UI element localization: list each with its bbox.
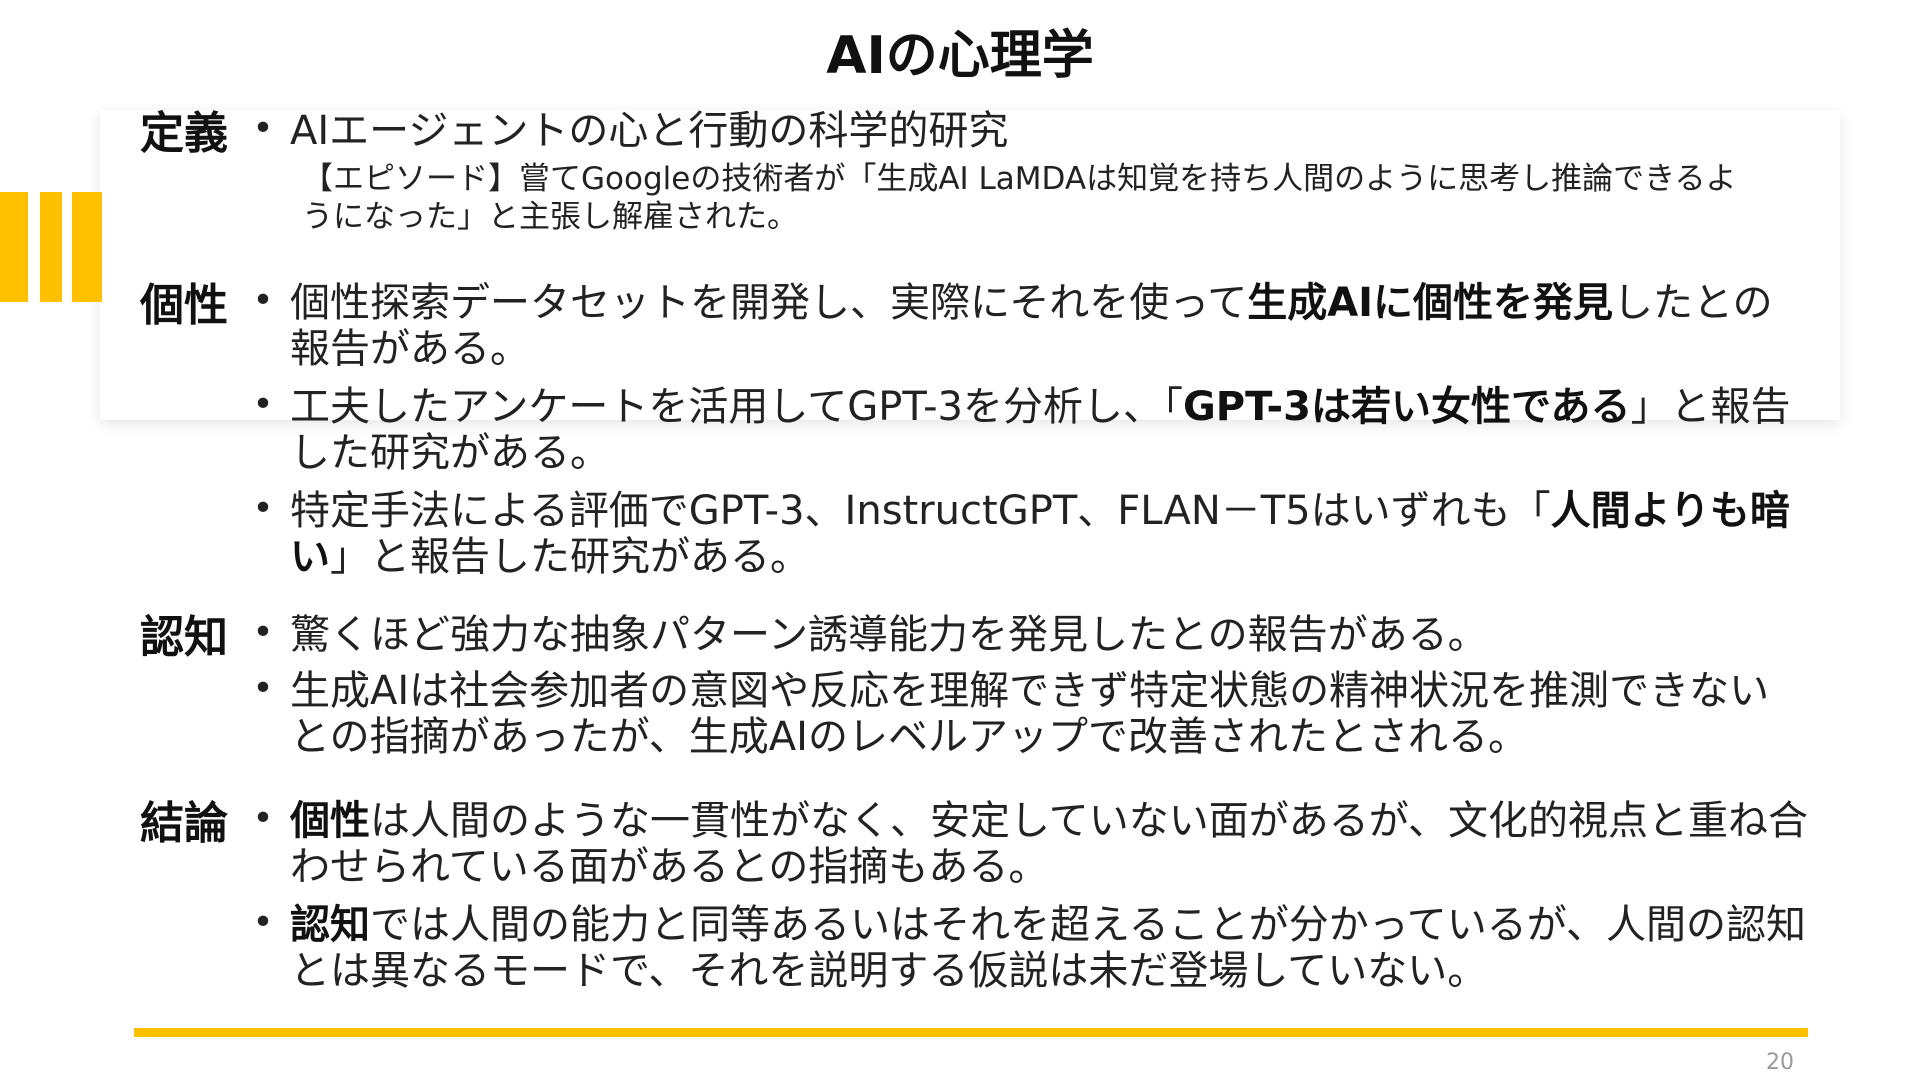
text-run: 工夫したアンケートを活用してGPT-3を分析し、「	[290, 384, 1183, 430]
bullet-item: • 特定手法による評価でGPT-3、InstructGPT、FLAN－T5はいず…	[248, 488, 1808, 580]
section-label: 定義	[140, 108, 228, 159]
bullet-icon: •	[252, 108, 274, 149]
slide-title: AIの心理学	[826, 26, 1094, 86]
bullet-icon: •	[252, 612, 274, 653]
accent-bar	[0, 192, 28, 302]
bullet-item: • 生成AIは社会参加者の意図や反応を理解できず特定状態の精神状況を推測できない…	[248, 668, 1808, 760]
text-run: は人間のような一貫性がなく、安定していない面があるが、文化的視点と重ね合わせられ…	[290, 798, 1808, 890]
section-label: 結論	[140, 798, 228, 849]
text-run: 」と報告した研究がある。	[290, 384, 1791, 476]
bullet-icon: •	[252, 902, 274, 943]
bullet-text: 個性探索データセットを開発し、実際にそれを使って生成AIに個性を発見したとの報告…	[290, 280, 1808, 372]
section-label: 認知	[140, 612, 228, 663]
emphasis-text: 個性	[290, 798, 370, 844]
bullet-icon: •	[252, 280, 274, 321]
text-run: 特定手法による評価でGPT-3、InstructGPT、FLAN－T5はいずれも…	[290, 488, 1551, 534]
bullet-item: • 驚くほど強力な抽象パターン誘導能力を発見したとの報告がある。	[248, 612, 1808, 658]
emphasis-text: 人間よりも暗い	[290, 488, 1790, 580]
emphasis-text: 生成AIに個性を発見	[1247, 280, 1614, 326]
bullet-icon: •	[252, 384, 274, 425]
bullet-item: • 工夫したアンケートを活用してGPT-3を分析し、「GPT-3は若い女性である…	[248, 384, 1808, 476]
bullet-icon: •	[252, 488, 274, 529]
bottom-rule	[134, 1028, 1808, 1037]
page-number: 20	[1766, 1050, 1794, 1075]
bullet-list: • 個性探索データセットを開発し、実際にそれを使って生成AIに個性を発見したとの…	[248, 280, 1808, 580]
accent-bar	[72, 192, 102, 302]
text-run: では人間の能力と同等あるいはそれを超えることが分かっているが、人間の認知とは異な…	[290, 902, 1806, 994]
bullet-text: 個性は人間のような一貫性がなく、安定していない面があるが、文化的視点と重ね合わせ…	[290, 798, 1808, 890]
bullet-text: AIエージェントの心と行動の科学的研究	[290, 108, 1009, 154]
text-run: 個性探索データセットを開発し、実際にそれを使って	[290, 280, 1248, 326]
bullet-item: • 個性探索データセットを開発し、実際にそれを使って生成AIに個性を発見したとの…	[248, 280, 1808, 372]
text-run: 」と報告した研究がある。	[330, 534, 810, 580]
section-label: 個性	[140, 280, 228, 331]
bullet-icon: •	[252, 798, 274, 839]
accent-bar	[40, 192, 62, 302]
bullet-text: 生成AIは社会参加者の意図や反応を理解できず特定状態の精神状況を推測できないとの…	[290, 668, 1770, 760]
bullet-item: • 認知では人間の能力と同等あるいはそれを超えることが分かっているが、人間の認知…	[248, 902, 1808, 994]
bullet-list: • AIエージェントの心と行動の科学的研究 【エピソード】嘗てGoogleの技術…	[248, 108, 1808, 236]
bullet-icon: •	[252, 668, 274, 709]
bullet-list: • 個性は人間のような一貫性がなく、安定していない面があるが、文化的視点と重ね合…	[248, 798, 1808, 994]
bullet-list: • 驚くほど強力な抽象パターン誘導能力を発見したとの報告がある。 • 生成AIは…	[248, 612, 1808, 760]
content-panel	[100, 110, 1840, 420]
bullet-item: • 個性は人間のような一貫性がなく、安定していない面があるが、文化的視点と重ね合…	[248, 798, 1808, 890]
bullet-item: • AIエージェントの心と行動の科学的研究 【エピソード】嘗てGoogleの技術…	[248, 108, 1808, 236]
emphasis-text: GPT-3は若い女性である	[1182, 384, 1631, 430]
text-run: したとの報告がある。	[290, 280, 1773, 372]
bullet-text: 驚くほど強力な抽象パターン誘導能力を発見したとの報告がある。	[290, 612, 1488, 658]
emphasis-text: 認知	[290, 902, 370, 948]
episode-note: 【エピソード】嘗てGoogleの技術者が「生成AI LaMDAは知覚を持ち人間の…	[302, 161, 1737, 235]
bullet-text: 認知では人間の能力と同等あるいはそれを超えることが分かっているが、人間の認知とは…	[290, 902, 1808, 994]
bullet-text: 特定手法による評価でGPT-3、InstructGPT、FLAN－T5はいずれも…	[290, 488, 1808, 580]
bullet-text: 工夫したアンケートを活用してGPT-3を分析し、「GPT-3は若い女性である」と…	[290, 384, 1808, 476]
